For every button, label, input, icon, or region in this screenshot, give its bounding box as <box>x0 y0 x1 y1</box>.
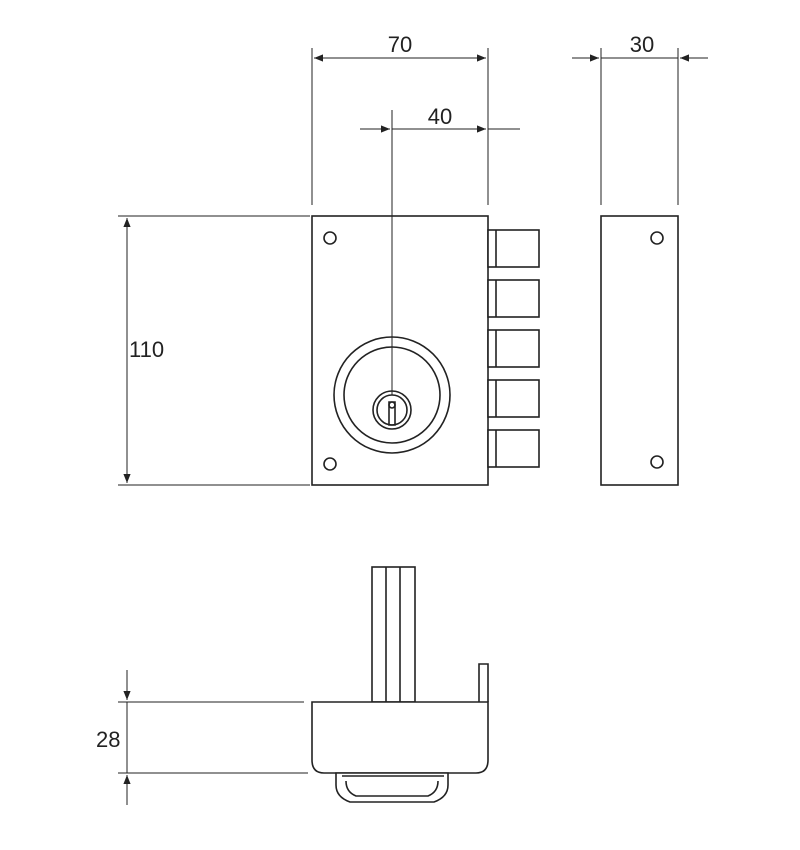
screw-hole-icon <box>323 457 337 471</box>
dimension-lock-width: 70 <box>311 32 489 205</box>
screw-hole-icon <box>650 455 664 469</box>
dimension-lock-height: 110 <box>118 215 310 486</box>
dimension-plate-width: 30 <box>572 32 708 205</box>
plate-width-label: 30 <box>630 32 654 57</box>
strike-plate-view <box>600 215 679 486</box>
lock-front-view <box>311 129 540 486</box>
lock-depth-label: 28 <box>96 727 120 752</box>
screw-hole-icon <box>650 231 664 245</box>
bolts <box>487 229 540 468</box>
dimension-lock-depth: 28 <box>96 670 308 805</box>
lock-height-label: 110 <box>129 337 164 362</box>
lock-bottom-view <box>311 566 489 803</box>
cylinder-offset-label: 40 <box>428 104 452 129</box>
screw-hole-icon <box>323 231 337 245</box>
lock-width-label: 70 <box>388 32 412 57</box>
